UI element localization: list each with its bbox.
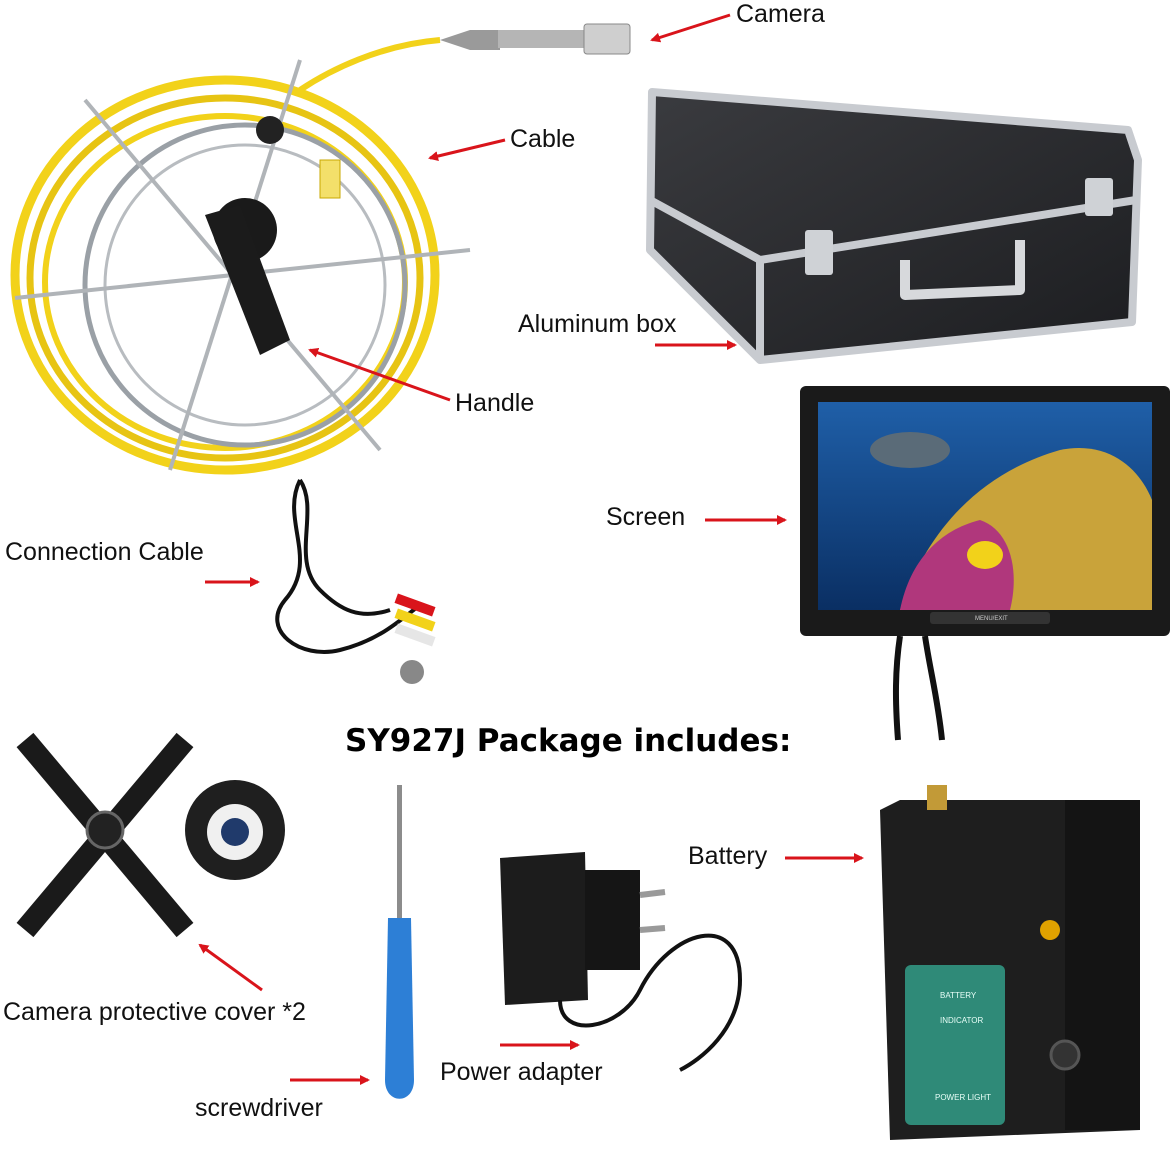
camera-arrow <box>650 13 731 43</box>
battery-box-image <box>880 785 1140 1140</box>
aluminum-box-image <box>646 88 1142 364</box>
aluminum-box-label: Aluminum box <box>518 310 677 338</box>
power-adapter-label: Power adapter <box>440 1058 603 1086</box>
screwdriver-image <box>385 785 414 1099</box>
camera-head-image <box>440 23 631 55</box>
screen-label: Screen <box>606 503 686 531</box>
indicator-panel-label: INDICATOR <box>940 1016 983 1025</box>
monitor-image <box>800 386 1170 741</box>
power-adapter-image <box>500 852 743 1072</box>
pointer-arrows <box>198 13 864 1085</box>
handle-label: Handle <box>455 389 535 417</box>
cable-label: Cable <box>510 125 576 153</box>
battery-label: Battery <box>688 842 768 870</box>
cable-reel-image <box>10 37 471 475</box>
cable-arrow <box>428 138 506 161</box>
protective-cover-image <box>16 732 285 938</box>
package-title: SY927J Package includes: <box>345 723 792 759</box>
protective-cover-label: Camera protective cover *2 <box>3 998 306 1026</box>
handle-arrow <box>308 347 451 402</box>
power-light-panel-label: POWER LIGHT <box>935 1093 991 1102</box>
screwdriver-label: screwdriver <box>195 1094 323 1122</box>
connection-cable-image <box>275 478 436 684</box>
camera-label: Camera <box>736 0 825 28</box>
monitor-button-label: MENU/EXIT <box>975 616 1008 622</box>
connection-cable-label: Connection Cable <box>5 538 204 566</box>
protective-cover-arrow <box>198 943 263 992</box>
battery-panel-label: BATTERY <box>940 991 977 1000</box>
